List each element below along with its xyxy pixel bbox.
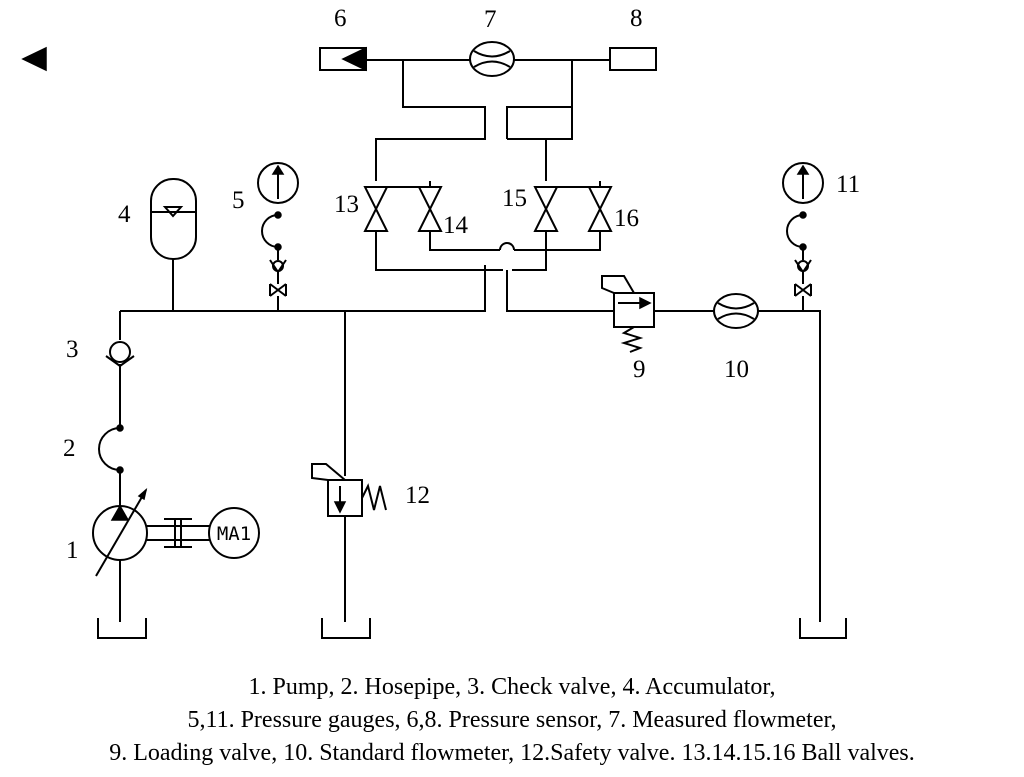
label-pump: 1 [66,537,79,564]
tank-safety [321,618,371,639]
label-ball-valve-14: 14 [443,212,469,239]
ball-valve-16 [587,186,613,232]
reservoir-tanks [97,618,847,639]
caption-line-2: 5,11. Pressure gauges, 6,8. Pressure sen… [187,707,837,733]
label-sensor-right: 8 [630,5,643,32]
label-sensor-left: 6 [334,5,347,32]
label-check-valve: 3 [66,336,79,363]
accumulator-symbol [150,178,197,260]
caption-line-3: 9. Loading valve, 10. Standard flowmeter… [109,740,915,766]
loading-valve-symbol [601,275,655,353]
tank-pump [97,618,147,639]
caption-line-1: 1. Pump, 2. Hosepipe, 3. Check valve, 4.… [248,674,776,700]
pipelines [119,59,821,622]
label-loading-valve: 9 [633,356,646,383]
label-ball-valve-16: 16 [614,205,639,232]
pressure-gauge-left [257,162,299,297]
label-hosepipe: 2 [63,435,76,462]
label-accumulator: 4 [118,201,131,228]
label-ball-valve-15: 15 [502,185,527,212]
pressure-sensor-left [319,46,367,72]
measured-flowmeter-symbol [469,41,515,77]
component-labels: 1 2 3 4 5 6 7 8 13 14 15 16 11 9 10 12 [63,5,860,564]
motor-label: MA1 [217,523,251,545]
ball-valve-13 [363,186,389,232]
hosepipe-symbol [98,424,124,474]
pressure-sensor-right [21,46,657,72]
label-safety-valve: 12 [405,482,430,509]
label-standard-flowmeter: 10 [724,356,749,383]
ball-valve-15 [533,186,559,232]
pressure-gauge-right [782,162,824,297]
label-gauge-right: 11 [836,171,860,198]
safety-valve-symbol [311,463,387,517]
label-measured-flowmeter: 7 [484,6,497,33]
check-valve-symbol [105,341,135,368]
label-gauge-left: 5 [232,187,245,214]
ball-valve-14 [417,186,443,232]
standard-flowmeter-symbol [713,293,759,329]
label-ball-valve-13: 13 [334,191,359,218]
motor-symbol: MA1 [208,507,260,559]
tank-right [799,618,847,639]
pump-symbol [92,487,210,577]
